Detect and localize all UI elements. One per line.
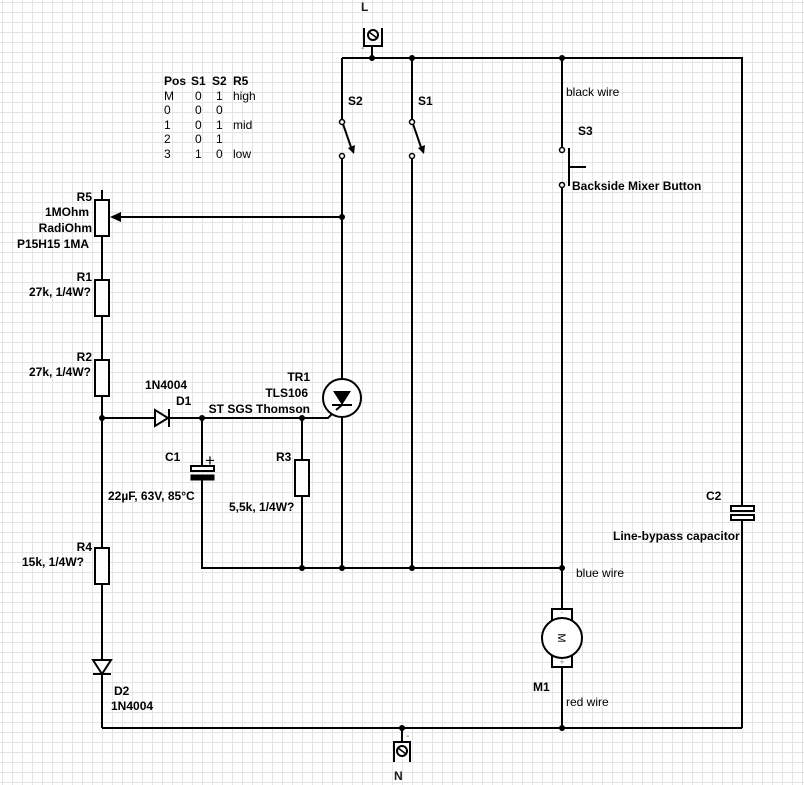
resistor-r3 [294,459,310,497]
r5-part: P15H15 1MA [16,237,89,251]
r5-maker: RadiOhm [38,221,92,235]
c2-desc: Line-bypass capacitor [613,529,740,543]
r3-value: 5,5k, 1/4W? [229,500,295,514]
s3-desc: Backside Mixer Button [572,179,702,193]
header-s2: S2 [212,74,227,88]
c1-value: 22µF, 63V, 85°C [108,489,195,503]
d1-ref: D1 [176,394,192,408]
terminal-l [363,28,383,58]
r2-value: 27k, 1/4W? [28,365,91,379]
header-s1: S1 [191,74,206,88]
capacitor-c1 [190,418,562,569]
diode-d1 [154,408,170,428]
resistor-r2 [94,359,110,397]
s1-ref: S1 [418,94,433,108]
blue-wire-label: blue wire [576,566,625,580]
tr1-ref: TR1 [287,370,310,384]
s3-ref: S3 [578,124,593,138]
tr1-part: TLS106 [265,386,308,400]
switch-s1 [408,58,425,568]
potentiometer-r5 [94,190,342,280]
r2-ref: R2 [76,350,92,364]
r1-value: 27k, 1/4W? [28,285,91,299]
black-wire-label: black wire [566,85,620,99]
switch-s2 [338,58,355,568]
r5-value: 1MOhm [44,205,89,219]
junction-dots [99,55,565,731]
r1-ref: R1 [76,270,92,284]
c2-ref: C2 [706,489,722,503]
position-table-header: Pos S1 S2 R5 [164,74,259,89]
m1-ref: M1 [533,680,550,694]
terminal-n-polarity: - [406,731,409,742]
capacitor-c2 [730,505,755,521]
motor-m1: M - + [541,607,583,728]
thyristor-tr1 [322,378,362,418]
r4-value: 15k, 1/4W? [21,555,84,569]
header-r5: R5 [233,74,249,88]
switch-s3 [558,58,586,610]
terminal-n-label: N [394,769,403,783]
terminal-n [393,728,411,762]
tr1-maker: ST SGS Thomson [208,402,310,416]
r4-ref: R4 [76,540,92,554]
terminal-l-polarity: - [361,43,364,54]
c1-plus: + [205,451,215,470]
header-pos: Pos [164,74,187,88]
wire-top-rail [342,57,743,505]
motor-symbol: M [555,633,567,642]
motor-plus: + [559,657,564,667]
d1-part: 1N4004 [145,378,188,392]
motor-minus: - [561,607,564,617]
c1-ref: C1 [165,450,181,464]
resistor-r1 [94,279,110,317]
terminal-l-label: L [361,0,369,14]
resistor-r4 [94,547,110,585]
diode-d2 [91,659,113,676]
r3-ref: R3 [276,450,292,464]
r5-ref: R5 [76,190,92,204]
red-wire-label: red wire [566,695,609,709]
s2-ref: S2 [348,94,363,108]
d2-ref: D2 [114,684,130,698]
d2-part: 1N4004 [111,699,154,713]
